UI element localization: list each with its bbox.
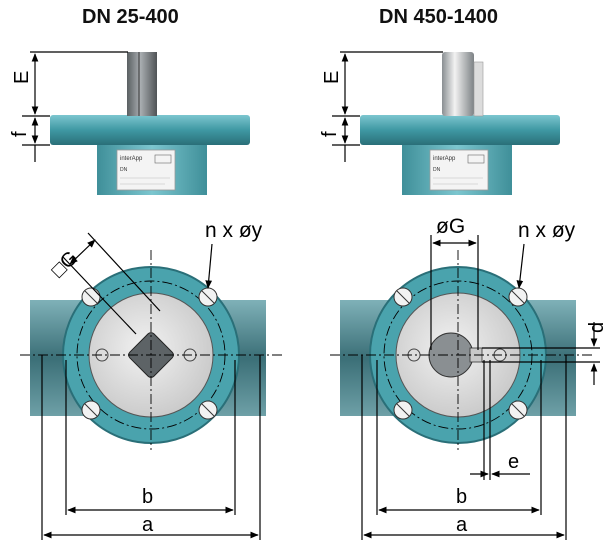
svg-text:interApp: interApp bbox=[433, 156, 456, 162]
side-view-left: interApp DN E f bbox=[9, 51, 250, 195]
label-n-x-y-right: n x øy bbox=[518, 219, 576, 242]
header-dn-450-1400: DN 450-1400 bbox=[379, 6, 498, 28]
label-dia-G: øG bbox=[436, 215, 465, 238]
side-view-right: interApp DN E f bbox=[319, 51, 560, 195]
shaft-key bbox=[473, 61, 484, 117]
label-d: d bbox=[586, 322, 608, 333]
dimension-square-G bbox=[69, 239, 96, 265]
bolt-holes bbox=[81, 287, 218, 420]
svg-text:DN: DN bbox=[433, 167, 441, 173]
plan-view-right: øG n x øy d e b a bbox=[330, 215, 608, 540]
label-a-left: a bbox=[142, 514, 154, 536]
label-E-left: E bbox=[11, 71, 33, 84]
plan-view-left: □G n x øy b a bbox=[20, 219, 285, 540]
round-shaft bbox=[442, 52, 474, 116]
header-dn-25-400: DN 25-400 bbox=[82, 6, 179, 28]
svg-text:interApp: interApp bbox=[120, 156, 143, 162]
label-e: e bbox=[508, 451, 519, 473]
label-square-G: □G bbox=[47, 247, 82, 282]
square-shaft bbox=[127, 52, 157, 116]
top-flange-right bbox=[360, 115, 560, 145]
label-b-left: b bbox=[142, 486, 153, 508]
label-a-right: a bbox=[456, 514, 468, 536]
label-f-left: f bbox=[9, 131, 31, 137]
label-E-right: E bbox=[321, 71, 343, 84]
label-n-x-y-left: n x øy bbox=[205, 219, 263, 242]
top-flange bbox=[50, 115, 250, 145]
label-f-right: f bbox=[319, 131, 341, 137]
nameplate-right: interApp DN bbox=[429, 149, 489, 191]
nameplate: interApp DN bbox=[116, 149, 176, 191]
label-b-right: b bbox=[456, 486, 467, 508]
bolt-holes-right bbox=[393, 287, 528, 420]
svg-text:DN: DN bbox=[120, 167, 128, 173]
